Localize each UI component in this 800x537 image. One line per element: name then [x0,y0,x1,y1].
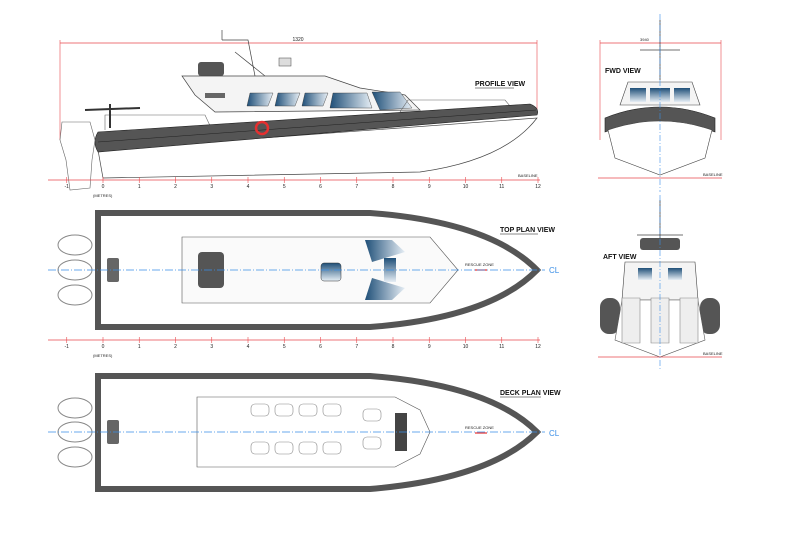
scale-tick-label: 12 [535,184,541,190]
aft-view: AFT VIEW BASELINE [598,195,723,370]
cabin-window [274,92,301,107]
scale-tick-label: 5 [283,344,286,350]
passenger-seat [322,403,342,417]
radar [278,57,292,67]
fender-tube [94,103,538,153]
beam-dimension: 3940 [640,37,650,42]
scale-tick-label: 9 [428,344,431,350]
passenger-seat [274,441,294,455]
top-plan-view-title: TOP PLAN VIEW [500,227,555,234]
scale-tick-label: 11 [499,344,504,350]
scale-tick-label: 9 [428,184,431,190]
fwd-baseline-label: BASELINE [703,172,723,177]
scale-tick-label: 8 [392,184,395,190]
passenger-seat [362,436,382,450]
plan-units-label: (METRES) [93,353,113,358]
gun-mount [84,104,141,128]
scale-tick-label: 12 [535,344,541,350]
passenger-seat [250,441,270,455]
aft-tube-stbd [700,298,720,334]
scale-tick-label: -1 [65,184,70,190]
scale-tick-label: 3 [210,184,213,190]
scale-tick-label: 10 [463,184,469,190]
top-rescue-zone-label: RESCUE ZONE [465,262,494,267]
scale-tick-label: -1 [65,344,70,350]
passenger-seat [298,441,318,455]
cabin-window [246,92,274,107]
aft-view-title: AFT VIEW [603,254,637,261]
deck-rescue-zone-label: RESCUE ZONE [465,425,494,430]
deck-plan-view-title: DECK PLAN VIEW [500,390,561,397]
scale-tick-label: 5 [283,184,286,190]
top-centerline-label: CL [549,266,560,275]
lifebuoy [254,120,270,136]
passenger-seat [322,441,342,455]
passenger-seat [298,403,318,417]
aft-tube-port [600,298,620,334]
mast [221,30,266,77]
profile-units-label: (METRES) [93,193,113,198]
scale-tick-label: 11 [499,184,504,190]
deck-plan-view: RESCUE ZONE DECK PLAN VIEW CL [48,373,561,492]
profile-view-title: PROFILE VIEW [475,81,526,88]
aft-baseline-label: BASELINE [703,351,723,356]
scale-tick-label: 4 [247,184,250,190]
scale-tick-label: 1 [138,344,141,350]
passenger-seat [274,403,294,417]
fwd-view-title: FWD VIEW [605,68,641,75]
hull [97,117,538,179]
scale-tick-label: 2 [174,184,177,190]
cabin-window [301,92,329,107]
vent [205,93,225,98]
passenger-seat [250,403,270,417]
passenger-seat [362,408,382,422]
passenger-seats [250,403,382,455]
fwd-view: 3940 FWD VIEW BASELINE [598,14,723,192]
scale-tick-label: 2 [174,344,177,350]
profile-baseline-label: BASELINE [518,173,538,178]
scale-tick-label: 8 [392,344,395,350]
scale-tick-label: 3 [210,344,213,350]
scale-tick-label: 6 [319,344,322,350]
scale-tick-label: 0 [102,184,105,190]
scale-tick-label: 0 [102,344,105,350]
cabin-window [329,92,373,109]
scale-tick-label: 10 [463,344,469,350]
scale-tick-label: 7 [355,184,358,190]
liferaft-canister [198,62,224,76]
length-dimension: 1320 [292,37,303,43]
outboard-engine [59,121,96,191]
scale-tick-label: 7 [355,344,358,350]
scale-tick-label: 1 [138,184,141,190]
deck-centerline-label: CL [549,429,560,438]
top-hatch [320,262,342,282]
scale-tick-label: 6 [319,184,322,190]
scale-tick-label: 4 [247,344,250,350]
windscreen [371,91,413,111]
